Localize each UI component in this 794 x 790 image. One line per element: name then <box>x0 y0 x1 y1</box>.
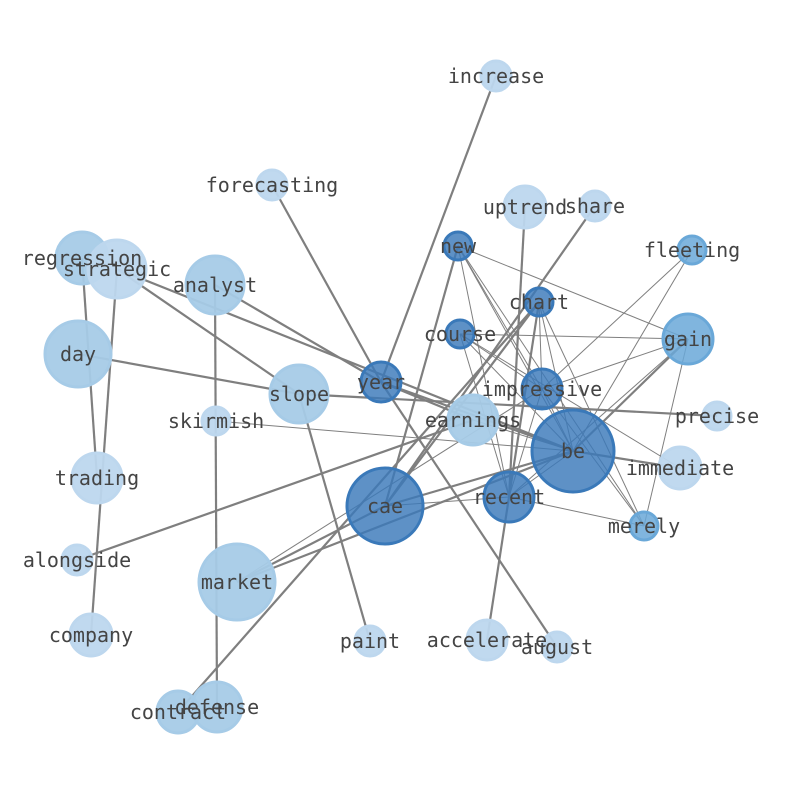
node-label-skirmish: skirmish <box>168 409 264 433</box>
edge-gain-merely <box>643 338 689 527</box>
edge-year-forecasting <box>271 184 382 383</box>
node-label-chart: chart <box>509 290 569 314</box>
edge-new-gain <box>457 245 689 340</box>
edge-strategic-company <box>89 268 119 636</box>
node-label-market: market <box>201 570 273 594</box>
node-label-precise: precise <box>675 404 759 428</box>
edge-course-immediate <box>459 333 681 469</box>
node-label-immediate: immediate <box>626 456 734 480</box>
node-label-gain: gain <box>664 327 712 351</box>
edge-strategic-slope <box>116 268 300 395</box>
edge-skirmish-be <box>215 420 574 452</box>
node-label-strategic: strategic <box>63 257 171 281</box>
node-immediate <box>657 445 703 491</box>
node-strategic <box>86 238 148 300</box>
node-label-slope: slope <box>269 382 329 406</box>
node-label-merely: merely <box>608 514 680 538</box>
node-label-recent: recent <box>473 485 545 509</box>
node-cae <box>345 466 425 546</box>
node-increase <box>479 59 513 93</box>
node-be <box>530 408 616 494</box>
node-skirmish <box>200 405 232 437</box>
node-paint <box>353 624 387 658</box>
node-label-contract: contract <box>130 700 226 724</box>
node-label-earnings: earnings <box>425 408 521 432</box>
node-forecasting <box>255 168 289 202</box>
node-label-trading: trading <box>55 466 139 490</box>
edge-slope-paint <box>297 393 372 642</box>
node-layer <box>43 59 733 735</box>
node-august <box>540 630 574 664</box>
node-label-analyst: analyst <box>173 273 257 297</box>
node-label-fleeting: fleeting <box>644 238 740 262</box>
node-trading <box>70 451 124 505</box>
node-label-august: august <box>521 635 593 659</box>
node-precise <box>701 400 733 432</box>
edge-new-recent <box>457 245 510 498</box>
node-label-alongside: alongside <box>23 548 131 572</box>
node-slope <box>268 363 330 425</box>
node-year <box>359 360 403 404</box>
node-label-year: year <box>357 370 405 394</box>
edge-day-slope <box>77 352 300 396</box>
node-label-regression: regression <box>22 246 142 270</box>
node-gain <box>661 312 715 366</box>
edge-alongside-earnings <box>76 418 474 562</box>
node-alongside <box>60 543 94 577</box>
node-market <box>197 542 277 622</box>
node-label-company: company <box>49 623 133 647</box>
node-label-be: be <box>561 439 585 463</box>
node-defense <box>190 680 244 734</box>
node-label-accelerate: accelerate <box>427 628 547 652</box>
node-new <box>442 230 474 262</box>
node-day <box>43 319 113 389</box>
node-label-cae: cae <box>367 494 403 518</box>
node-label-share: share <box>565 194 625 218</box>
edge-course-gain <box>459 333 689 340</box>
node-recent <box>482 470 536 524</box>
node-analyst <box>184 254 246 316</box>
node-label-increase: increase <box>448 64 544 88</box>
edge-year-august <box>380 381 558 648</box>
node-label-course: course <box>424 322 496 346</box>
edge-year-increase <box>379 75 498 383</box>
node-label-paint: paint <box>340 629 400 653</box>
node-company <box>68 612 114 658</box>
node-share <box>578 189 612 223</box>
edge-new-impressive <box>457 245 543 390</box>
node-label-new: new <box>440 234 477 258</box>
node-label-impressive: impressive <box>482 377 602 401</box>
edge-analyst-defense <box>213 284 219 708</box>
edge-year-analyst <box>214 284 382 383</box>
node-impressive <box>520 367 564 411</box>
node-uptrend <box>502 184 548 230</box>
node-merely <box>628 510 660 542</box>
node-chart <box>523 286 555 318</box>
node-earnings <box>446 393 500 447</box>
node-label-forecasting: forecasting <box>206 173 338 197</box>
node-course <box>444 318 476 350</box>
node-label-day: day <box>60 342 96 366</box>
node-label-defense: defense <box>175 695 259 719</box>
edge-fleeting-impressive <box>541 249 693 390</box>
node-label-uptrend: uptrend <box>483 195 567 219</box>
node-fleeting <box>676 234 708 266</box>
node-accelerate <box>465 618 509 662</box>
